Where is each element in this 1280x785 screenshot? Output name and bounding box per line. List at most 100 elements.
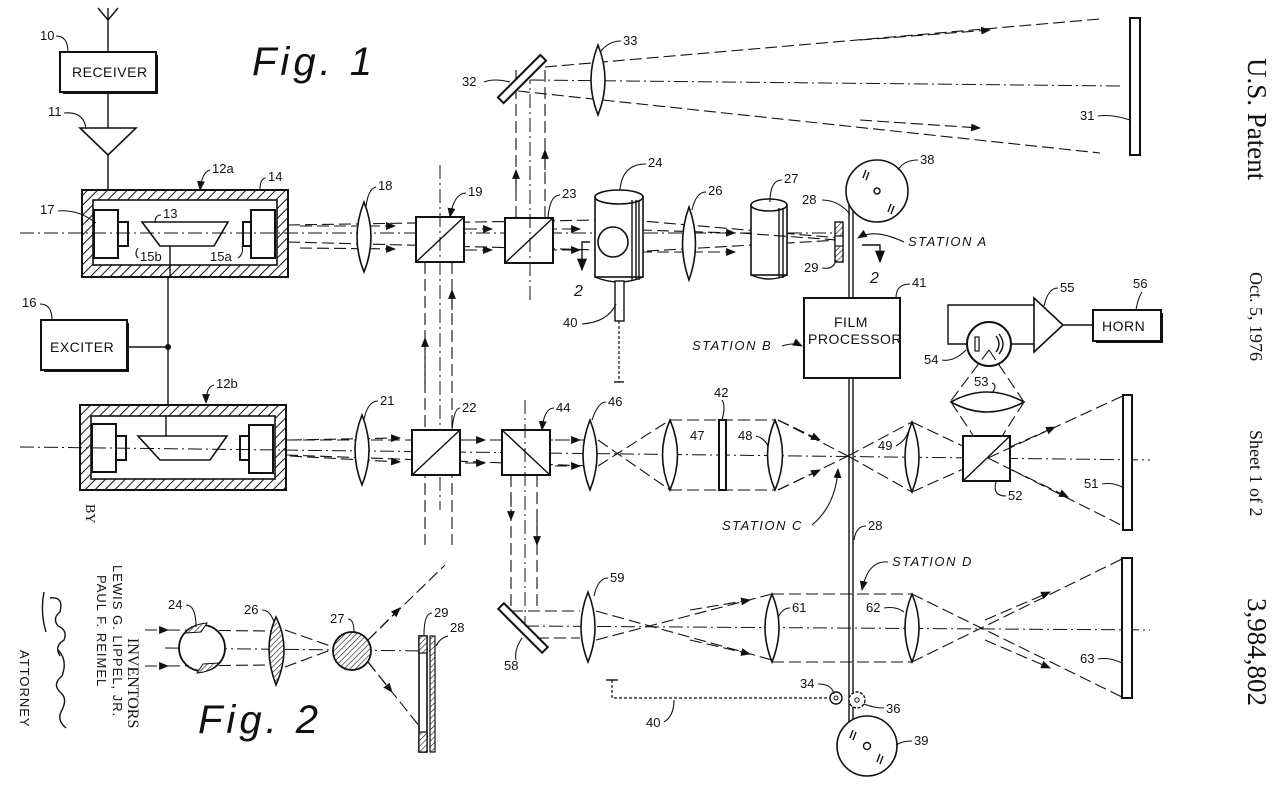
ref-12b: 12b (216, 376, 238, 391)
aperture-29 (834, 221, 844, 263)
ref-21: 21 (380, 393, 394, 408)
lens-46 (582, 417, 598, 493)
sprocket-36 (848, 691, 866, 709)
fig2-ref-24: 24 (168, 597, 182, 612)
fig2-scanner-24 (178, 622, 226, 674)
ref-49: 49 (878, 438, 892, 453)
station-a-label: STATION A (908, 234, 988, 249)
ref-34: 34 (800, 676, 814, 691)
ref-13: 13 (163, 206, 177, 221)
svg-text:2: 2 (573, 283, 583, 300)
screen-63 (1121, 557, 1133, 699)
inventor-2: PAUL F. REIMEL (94, 575, 109, 687)
ref-62: 62 (866, 600, 880, 615)
ref-41: 41 (912, 275, 926, 290)
lens-26 (681, 204, 697, 283)
figure-2-diagram (145, 564, 446, 753)
ref-51: 51 (1084, 476, 1098, 491)
mirror-32 (496, 53, 548, 105)
inventors-heading: INVENTORS (124, 638, 141, 728)
horn-label: HORN (1102, 318, 1145, 334)
cylinder-lens-27 (739, 198, 839, 280)
ref-15a: 15a (210, 249, 232, 264)
ref-53: 53 (974, 374, 988, 389)
fig2-ref-29: 29 (434, 605, 448, 620)
ref-32: 32 (462, 74, 476, 89)
patent-date: Oct. 5, 1976 (1246, 272, 1266, 361)
ref-42: 42 (714, 385, 728, 400)
film-processor-label-1: FILM (834, 314, 868, 330)
lens-48 (766, 417, 784, 493)
fig2-film-28 (429, 635, 436, 753)
ref-33: 33 (623, 33, 637, 48)
ref-40-top: 40 (563, 315, 577, 330)
ref-44: 44 (556, 400, 570, 415)
ref-28-bottom: 28 (868, 518, 882, 533)
ref-46: 46 (608, 394, 622, 409)
svg-text:2: 2 (869, 270, 879, 287)
station-b-label: STATION B (692, 338, 772, 353)
ref-14: 14 (268, 169, 282, 184)
ref-55: 55 (1060, 280, 1074, 295)
ref-24: 24 (648, 155, 662, 170)
station-d-label: STATION D (892, 554, 973, 569)
receiver-block: RECEIVER (59, 51, 158, 94)
ref-59: 59 (610, 570, 624, 585)
ref-36: 36 (886, 701, 900, 716)
ref-58: 58 (504, 658, 518, 673)
film-processor-block: FILM PROCESSOR (803, 297, 901, 379)
scanner-drum-24 (594, 189, 644, 322)
ref-29: 29 (804, 260, 818, 275)
beam-splitter-22 (411, 429, 461, 476)
supply-reel-38 (845, 159, 909, 223)
exciter-block: EXCITER (40, 319, 129, 372)
screen-31 (1129, 17, 1141, 156)
inventor-1: LEWIS G. LIPPEL, JR. (110, 565, 125, 717)
ref-31: 31 (1080, 108, 1094, 123)
inventors-block: INVENTORS LEWIS G. LIPPEL, JR. PAUL F. R… (17, 565, 141, 729)
ref-26: 26 (708, 183, 722, 198)
ref-18: 18 (378, 178, 392, 193)
ref-19: 19 (468, 184, 482, 199)
film-strip-28 (848, 196, 854, 760)
ref-40-bottom: 40 (646, 715, 660, 730)
station-c-label: STATION C (722, 518, 803, 533)
attorney-signature (41, 591, 67, 729)
lens-49 (904, 419, 920, 495)
mirror-58 (496, 601, 550, 655)
ref-52: 52 (1008, 488, 1022, 503)
patent-number: 3,984,802 (1242, 598, 1272, 706)
fig2-aperture-29 (418, 635, 428, 753)
figure-1-title: Fig. 1 (252, 40, 376, 84)
receiver-label: RECEIVER (72, 64, 148, 80)
beam-splitter-23 (504, 217, 554, 264)
lens-47 (661, 417, 679, 493)
lens-62 (904, 591, 920, 665)
lens-33 (590, 42, 606, 118)
amplifier-11-icon (78, 127, 138, 157)
patent-title: U.S. Patent (1242, 58, 1272, 181)
ref-47: 47 (690, 428, 704, 443)
takeup-reel-39 (836, 715, 898, 777)
ref-54: 54 (924, 352, 938, 367)
ref-38: 38 (920, 152, 934, 167)
ref-10: 10 (40, 28, 54, 43)
lens-59 (580, 589, 596, 665)
lens-53 (949, 391, 1026, 413)
by-label: BY (82, 504, 97, 523)
ref-22: 22 (462, 400, 476, 415)
beam-splitter-44 (501, 429, 551, 476)
screen-51 (1122, 394, 1133, 531)
ref-12a: 12a (212, 161, 234, 176)
ref-48: 48 (738, 428, 752, 443)
lens-18 (356, 199, 372, 275)
fig2-ref-27: 27 (330, 611, 344, 626)
horn-block: HORN (1092, 309, 1163, 343)
sprocket-sensor-34 (829, 691, 843, 705)
ref-56: 56 (1133, 276, 1147, 291)
figure-2-title: Fig. 2 (198, 698, 322, 742)
ref-28-top: 28 (802, 192, 816, 207)
fig2-lens-26 (268, 615, 285, 688)
ref-15b: 15b (140, 249, 162, 264)
